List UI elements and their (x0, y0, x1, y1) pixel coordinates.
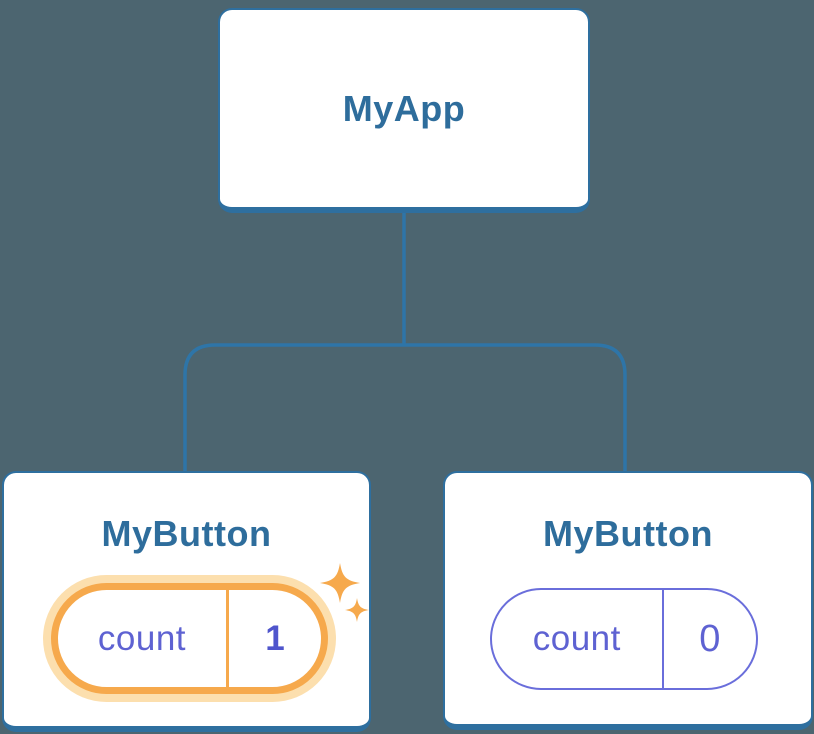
state-label: count (532, 619, 621, 658)
node-myapp-title: MyApp (342, 87, 466, 129)
state-label: count (97, 618, 187, 658)
state-value-section: 1 (229, 590, 321, 687)
state-pill-highlighted: count 1 (51, 583, 328, 694)
node-myapp: MyApp (218, 8, 590, 213)
node-mybutton-right: MyButton count 0 (443, 471, 813, 730)
state-label-section: count (492, 590, 664, 688)
node-mybutton-left-title: MyButton (101, 513, 272, 554)
state-value-section: 0 (664, 590, 756, 688)
state-value: 1 (265, 618, 285, 658)
state-label-section: count (58, 590, 229, 687)
node-mybutton-left: MyButton count 1 (2, 471, 371, 732)
node-mybutton-right-title: MyButton (543, 513, 713, 554)
state-value: 0 (699, 617, 721, 660)
state-pill-normal: count 0 (490, 588, 758, 690)
